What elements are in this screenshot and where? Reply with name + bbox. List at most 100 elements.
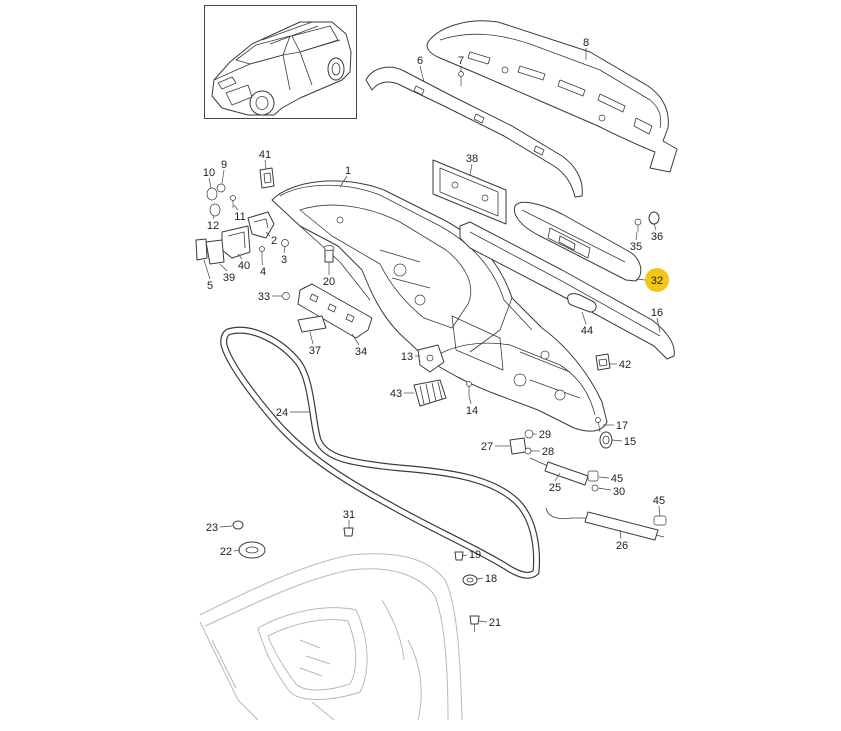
callout-32-highlighted[interactable]: 32 (635, 268, 669, 292)
callout-24[interactable]: 24 (276, 407, 309, 419)
callout-label[interactable]: 26 (616, 540, 628, 552)
callout-label[interactable]: 34 (355, 346, 367, 358)
callout-29[interactable]: 29 (533, 429, 551, 441)
callout-label[interactable]: 13 (401, 351, 413, 363)
callout-label[interactable]: 17 (616, 420, 628, 432)
callout-label[interactable]: 14 (466, 405, 478, 417)
callout-label[interactable]: 31 (343, 509, 355, 521)
callout-label[interactable]: 30 (613, 486, 625, 498)
callout-label[interactable]: 11 (234, 211, 245, 223)
callout-label[interactable]: 4 (260, 266, 266, 278)
part-ring-29 (524, 429, 534, 439)
callout-label[interactable]: 18 (485, 573, 497, 585)
callout-label[interactable]: 21 (489, 617, 501, 629)
callout-30[interactable]: 30 (597, 486, 625, 498)
callout-27[interactable]: 27 (481, 441, 510, 453)
part-bracket-2 (247, 211, 275, 239)
callout-label[interactable]: 38 (466, 153, 478, 165)
callout-label[interactable]: 41 (259, 149, 271, 161)
callout-9[interactable]: 9 (221, 159, 227, 185)
callout-14[interactable]: 14 (466, 395, 478, 417)
callout-6[interactable]: 6 (417, 55, 425, 83)
callout-41[interactable]: 41 (259, 149, 271, 170)
callout-20[interactable]: 20 (323, 262, 335, 288)
callout-40[interactable]: 40 (237, 253, 250, 272)
callout-label[interactable]: 22 (220, 546, 232, 558)
callout-5[interactable]: 5 (203, 259, 213, 292)
callout-label[interactable]: 1 (345, 165, 351, 177)
callout-label[interactable]: 44 (581, 325, 593, 337)
callout-43[interactable]: 43 (390, 388, 414, 400)
callout-12[interactable]: 12 (207, 215, 219, 232)
callout-label[interactable]: 45 (653, 495, 665, 507)
callout-label[interactable]: 3 (281, 254, 287, 266)
callout-label[interactable]: 35 (630, 241, 642, 253)
callout-28[interactable]: 28 (531, 446, 554, 458)
callout-8[interactable]: 8 (583, 37, 589, 60)
callout-label[interactable]: 9 (221, 159, 227, 171)
callout-19[interactable]: 19 (461, 549, 481, 561)
callout-label[interactable]: 16 (651, 307, 663, 319)
callout-label[interactable]: 7 (458, 55, 464, 67)
callout-45-second[interactable]: 45 (653, 495, 665, 517)
callout-label[interactable]: 25 (549, 482, 561, 494)
callout-39[interactable]: 39 (219, 263, 235, 284)
callout-label[interactable]: 33 (258, 291, 270, 303)
highlight-marker[interactable] (645, 268, 669, 292)
callout-23[interactable]: 23 (206, 522, 233, 534)
callout-22[interactable]: 22 (220, 546, 241, 558)
callout-35[interactable]: 35 (630, 231, 642, 253)
callout-45[interactable]: 45 (598, 473, 623, 485)
callout-34[interactable]: 34 (351, 333, 367, 358)
callout-38[interactable]: 38 (466, 153, 478, 176)
callout-17[interactable]: 17 (603, 420, 628, 432)
callout-18[interactable]: 18 (476, 573, 497, 585)
part-screw-9 (216, 183, 226, 193)
callout-label[interactable]: 42 (619, 359, 631, 371)
callout-37[interactable]: 37 (309, 331, 321, 357)
callout-1[interactable]: 1 (339, 165, 351, 188)
callout-15[interactable]: 15 (611, 436, 636, 448)
callout-36[interactable]: 36 (651, 223, 663, 243)
callout-label[interactable]: 27 (481, 441, 493, 453)
part-clip-21 (469, 615, 480, 632)
callout-4[interactable]: 4 (260, 261, 266, 278)
callout-21[interactable]: 21 (478, 617, 501, 629)
callout-10[interactable]: 10 (203, 167, 215, 189)
callout-label[interactable]: 12 (207, 220, 219, 232)
callout-label[interactable]: 19 (469, 549, 481, 561)
callout-label[interactable]: 5 (207, 280, 213, 292)
callout-16[interactable]: 16 (651, 307, 663, 333)
callout-33[interactable]: 33 (258, 291, 282, 303)
callout-label[interactable]: 39 (223, 272, 235, 284)
callout-3[interactable]: 3 (281, 246, 287, 266)
callout-26[interactable]: 26 (616, 529, 628, 552)
part-screw-35 (634, 218, 642, 232)
callout-13[interactable]: 13 (401, 351, 420, 363)
callout-7[interactable]: 7 (458, 55, 464, 72)
callout-label[interactable]: 32 (651, 275, 663, 287)
part-42-clip (595, 353, 611, 371)
callout-label[interactable]: 23 (206, 522, 218, 534)
callout-label[interactable]: 24 (276, 407, 288, 419)
callout-25[interactable]: 25 (549, 472, 561, 494)
callout-label[interactable]: 43 (390, 388, 402, 400)
callout-label[interactable]: 2 (271, 235, 277, 247)
callout-label[interactable]: 8 (583, 37, 589, 49)
callout-label[interactable]: 28 (542, 446, 554, 458)
callout-label[interactable]: 40 (238, 260, 250, 272)
callout-label[interactable]: 20 (323, 276, 335, 288)
callout-label[interactable]: 36 (651, 231, 663, 243)
callout-31[interactable]: 31 (343, 509, 355, 528)
callout-label[interactable]: 6 (417, 55, 423, 67)
callout-11[interactable]: 11 (233, 204, 246, 223)
callout-42[interactable]: 42 (609, 359, 631, 371)
callout-label[interactable]: 45 (611, 473, 623, 485)
callout-label[interactable]: 37 (309, 345, 321, 357)
callout-label[interactable]: 10 (203, 167, 215, 179)
callout-label[interactable]: 15 (624, 436, 636, 448)
callout-2[interactable]: 2 (265, 231, 277, 247)
callout-44[interactable]: 44 (581, 311, 593, 337)
callout-label[interactable]: 29 (539, 429, 551, 441)
